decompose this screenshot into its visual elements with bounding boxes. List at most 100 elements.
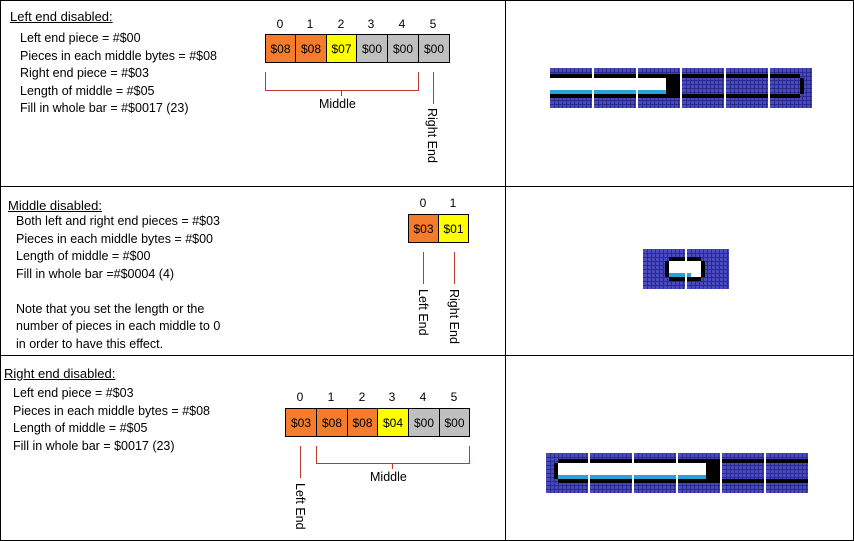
byte-cell: $08	[295, 34, 327, 63]
section-heading: Right end disabled:	[4, 366, 116, 381]
bar-outline	[638, 94, 680, 98]
byte-index: 3	[388, 390, 396, 404]
tile-grid-line	[643, 265, 685, 266]
middle-bracket-tick	[418, 72, 419, 91]
byte-cell: $00	[356, 34, 388, 63]
tile-grid-line	[643, 261, 685, 262]
tile-grid-line	[726, 88, 768, 89]
section-heading: Middle disabled:	[8, 198, 102, 213]
middle-bracket-tick	[316, 446, 317, 464]
middle-bracket-tick	[392, 463, 393, 469]
description-line: Right end piece = #$03	[20, 66, 149, 80]
bar-fill	[594, 90, 636, 94]
description-line: Fill in whole bar = $0017 (23)	[13, 438, 175, 453]
tile-grid-line	[682, 88, 724, 89]
bar-outline	[558, 459, 588, 463]
bar-outline	[800, 78, 804, 94]
byte-index: 1	[306, 17, 314, 31]
byte-cell: $08	[316, 408, 348, 437]
middle-label: Middle	[370, 470, 407, 484]
section-description: Both left and right end pieces = #$03 Pi…	[16, 213, 220, 353]
description-line: Fill in whole bar =#$0004 (4)	[16, 266, 175, 281]
tile-grid-line	[634, 457, 676, 458]
tile-grid-line	[643, 273, 685, 274]
tile-grid-line	[682, 100, 724, 101]
bar-fill	[669, 273, 685, 277]
bar-outline	[550, 94, 592, 98]
bar-fill	[558, 475, 588, 479]
middle-bracket-tick	[469, 446, 470, 464]
bar-outline	[590, 459, 632, 463]
bar-outline	[682, 74, 724, 78]
bar-outline	[634, 459, 676, 463]
bar-outline	[638, 74, 680, 78]
bar-outline	[665, 261, 669, 277]
byte-cell: $04	[377, 408, 409, 437]
tile-grid-line	[590, 457, 632, 458]
description-line	[16, 283, 220, 301]
description-line: Left end piece = #$00	[20, 31, 141, 45]
tile-grid-line	[770, 92, 812, 93]
description-line: Pieces in each middle bytes = #$08	[13, 403, 210, 418]
tile-grid-line	[687, 285, 729, 286]
right-end-pointer	[433, 72, 434, 104]
bar-preview	[643, 249, 729, 289]
byte-index: 2	[358, 390, 366, 404]
middle-bracket-tick	[341, 90, 342, 96]
bar-interior	[669, 261, 685, 273]
tile-grid-line	[722, 489, 764, 490]
tile-grid-line	[726, 80, 768, 81]
bar-outline	[590, 479, 632, 483]
table-row-divider	[0, 186, 854, 187]
tile-grid-line	[590, 489, 632, 490]
bar-outline	[770, 74, 800, 78]
bar-outline	[669, 257, 685, 261]
tile-grid-line	[594, 100, 636, 101]
left-end-pointer	[300, 446, 301, 478]
byte-cell: $08	[347, 408, 378, 437]
byte-cell: $00	[418, 34, 450, 63]
bar-interior	[634, 463, 676, 475]
right-end-label: Right End	[447, 289, 461, 344]
tile-grid-line	[643, 269, 685, 270]
table-column-divider	[505, 0, 506, 541]
tile-grid-line	[678, 489, 720, 490]
byte-index: 3	[367, 17, 375, 31]
section-heading: Left end disabled:	[10, 9, 113, 24]
tile-grid-line	[546, 457, 588, 458]
bar-outline	[722, 459, 764, 463]
tile-grid-line	[638, 104, 680, 105]
tile-grid-line	[594, 104, 636, 105]
bar-interior	[594, 78, 636, 90]
bar-outline	[666, 78, 680, 94]
bar-interior	[550, 78, 592, 90]
byte-index: 1	[449, 196, 457, 210]
bar-outline	[726, 94, 768, 98]
bar-outline	[766, 459, 808, 463]
byte-index: 4	[398, 17, 406, 31]
tile-grid-line	[766, 489, 808, 490]
tile-grid-line	[770, 104, 812, 105]
description-line: Left end piece = #$03	[13, 386, 134, 400]
bar-fill	[590, 475, 632, 479]
tile-grid-line	[722, 473, 764, 474]
right-end-label: Right End	[425, 108, 439, 163]
tile-grid-line	[682, 72, 724, 73]
tile-grid-line	[643, 281, 685, 282]
byte-index: 0	[296, 390, 304, 404]
tile-grid-line	[722, 477, 764, 478]
section-description: Left end piece = #$00 Pieces in each mid…	[20, 30, 217, 118]
left-end-label: Left End	[416, 289, 430, 336]
tile-grid-line	[770, 72, 812, 73]
tile-grid-line	[770, 84, 812, 85]
bar-fill	[638, 90, 666, 94]
byte-index: 5	[429, 17, 437, 31]
tile-grid-line	[682, 92, 724, 93]
tile-grid-line	[726, 92, 768, 93]
tile-grid-line	[726, 72, 768, 73]
tile-grid-line	[770, 88, 812, 89]
byte-cell: $00	[408, 408, 440, 437]
bar-fill	[678, 475, 706, 479]
bar-interior	[678, 463, 706, 475]
tile-grid-line	[766, 465, 808, 466]
